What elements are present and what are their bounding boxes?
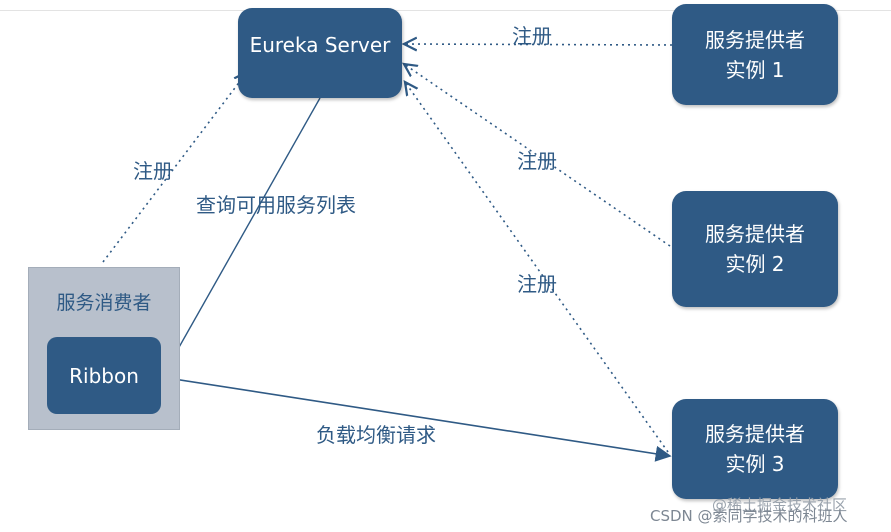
query-link — [165, 97, 321, 372]
load-balance-label: 负载均衡请求 — [316, 423, 436, 447]
provider-node-1: 服务提供者 实例 1 — [672, 4, 838, 105]
load-balance-link — [160, 376, 672, 462]
query-label: 查询可用服务列表 — [196, 193, 356, 217]
register-link-consumer — [102, 72, 247, 263]
register-label-mid: 注册 — [517, 149, 557, 173]
eureka-server-label: Eureka Server — [249, 33, 391, 57]
provider-1-line2: 实例 1 — [725, 57, 785, 82]
provider-2-line2: 实例 2 — [725, 252, 785, 276]
register-link-1 — [404, 44, 673, 45]
provider-3-line2: 实例 3 — [725, 452, 785, 476]
provider-node-3: 服务提供者 实例 3 — [672, 399, 838, 499]
top-border — [0, 10, 891, 11]
ribbon-node: Ribbon — [47, 337, 161, 414]
eureka-server-node: Eureka Server — [238, 8, 402, 98]
provider-2-line1: 服务提供者 — [705, 222, 805, 246]
register-label-top: 注册 — [512, 24, 552, 48]
register-label-low: 注册 — [517, 272, 557, 296]
consumer-title: 服务消费者 — [56, 292, 152, 314]
watermark-line1: @稀土掘金技术社区 — [712, 496, 848, 514]
register-link-3 — [405, 82, 669, 453]
provider-1-line1: 服务提供者 — [705, 27, 805, 52]
provider-node-2: 服务提供者 实例 2 — [672, 191, 838, 307]
register-label-left: 注册 — [133, 159, 173, 183]
ribbon-label: Ribbon — [69, 363, 139, 388]
provider-3-line1: 服务提供者 — [705, 422, 805, 446]
watermark-line2: CSDN @索同学技术的科班人 — [650, 507, 848, 525]
